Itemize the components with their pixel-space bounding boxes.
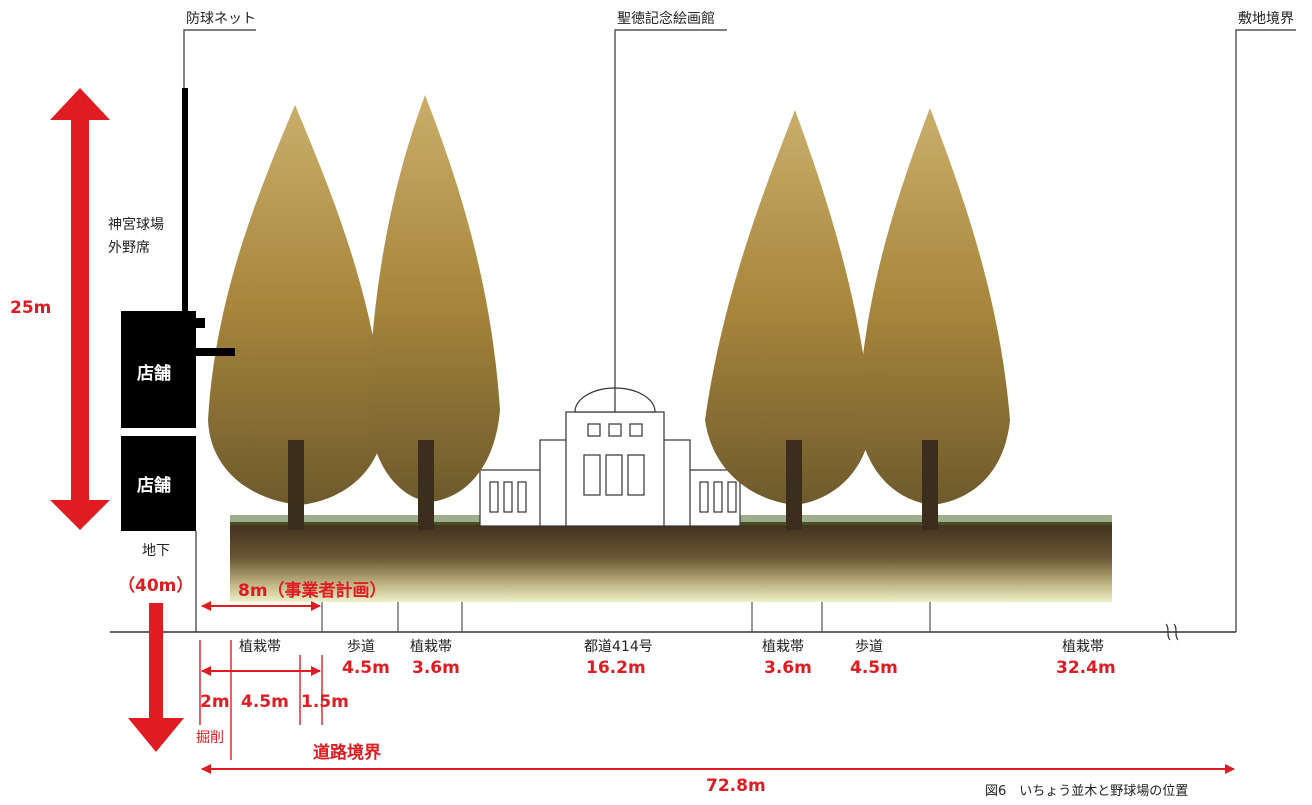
net-label: 防球ネット [186, 11, 256, 27]
sub-dim-1-5m: 1.5m [301, 692, 349, 712]
figure-caption: 図6 いちょう並木と野球場の位置 [985, 784, 1189, 799]
site-boundary-label: 敷地境界 [1238, 11, 1294, 27]
museum-building [479, 387, 741, 527]
break-mark [1165, 623, 1179, 641]
museum-leader [614, 29, 727, 388]
zone-planting-2-name: 植栽帯 [410, 639, 452, 655]
zone-sidewalk-1-value: 4.5m [342, 658, 390, 678]
height-above-label: 25m [10, 298, 52, 318]
operator-plan-label: 8m（事業者計画） [238, 581, 387, 601]
zone-planting-1-name: 植栽帯 [239, 639, 281, 655]
shop-upper-label: 店舗 [137, 364, 171, 384]
net-leader [183, 29, 256, 88]
excavation-label: 掘削 [196, 730, 224, 746]
zone-road-name: 都道414号 [584, 639, 653, 655]
zone-sidewalk-2-value: 4.5m [850, 658, 898, 678]
zone-planting-4-value: 32.4m [1056, 658, 1116, 678]
total-width-label: 72.8m [706, 776, 766, 796]
zone-road-value: 16.2m [586, 658, 646, 678]
zone-planting-2-value: 3.6m [412, 658, 460, 678]
ginkgo-tree-4 [858, 108, 1010, 530]
zone-ticks [321, 602, 931, 632]
depth-below-label: （40m） [118, 576, 194, 596]
zone-planting-3-value: 3.6m [764, 658, 812, 678]
site-boundary-leader [1235, 29, 1296, 632]
shop-lower-block [121, 436, 196, 531]
zone-sidewalk-1-name: 歩道 [347, 639, 375, 655]
ginkgo-tree-2 [368, 95, 500, 530]
soil-band [230, 522, 1112, 602]
zone-planting-4-name: 植栽帯 [1062, 639, 1104, 655]
shop-lower-label: 店舗 [137, 476, 171, 496]
shop-upper-block [121, 311, 196, 428]
sub-dim-4-5m: 4.5m [241, 692, 289, 712]
museum-label: 聖徳記念絵画館 [617, 11, 715, 27]
sub-dim-2m: 2m [200, 692, 230, 712]
depth-arrow-down [128, 603, 184, 752]
stand-deck-2 [175, 348, 235, 356]
stadium-label-line2: 外野席 [108, 240, 150, 256]
road-boundary-label: 道路境界 [313, 743, 381, 763]
net-post [182, 88, 188, 348]
zone-planting-3-name: 植栽帯 [762, 639, 804, 655]
basement-label: 地下 [142, 543, 170, 559]
stadium-label-line1: 神宮球場 [108, 217, 164, 233]
ginkgo-tree-3 [705, 110, 872, 530]
ginkgo-tree-1 [208, 105, 385, 530]
height-arrow-up [50, 88, 110, 530]
zone-sidewalk-2-name: 歩道 [855, 639, 883, 655]
